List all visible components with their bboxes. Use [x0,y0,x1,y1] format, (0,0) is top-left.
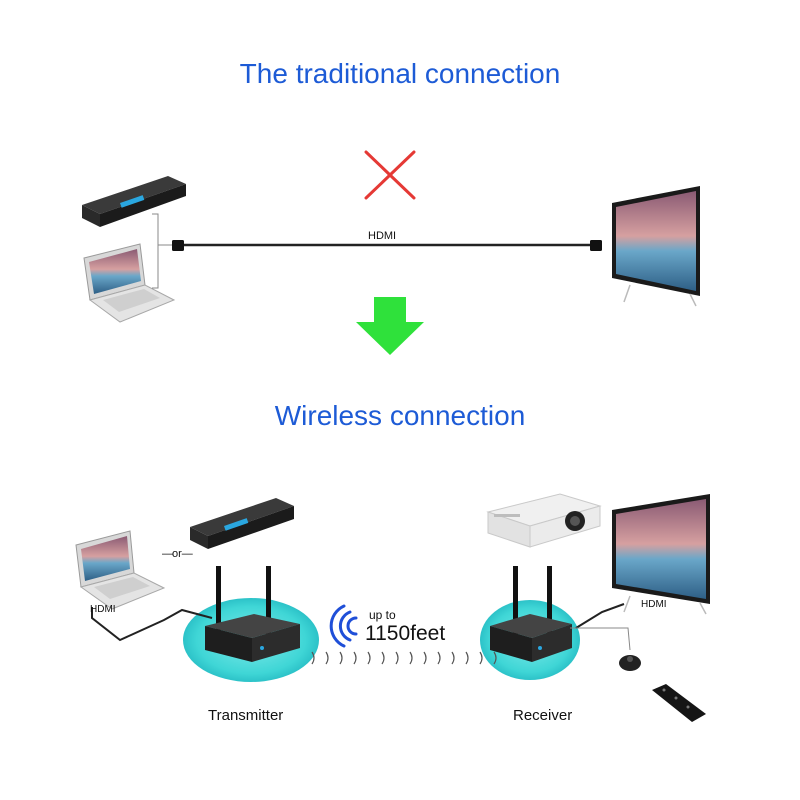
receiver-label: Receiver [513,707,573,724]
hdmi-cable-top [172,240,602,251]
tv-bottom [612,494,710,615]
traditional-title: The traditional connection [239,58,561,89]
hdmi-label-right: HDMI [641,599,667,610]
ir-receiver [619,655,641,671]
receiver-device [490,566,572,662]
media-player-top [82,176,186,227]
tv-top [612,186,700,307]
range-small-label: up to [369,608,396,622]
green-down-arrow-icon [356,297,424,355]
hdmi-label-top: HDMI [368,230,397,242]
remote-control [652,684,706,722]
media-player-bottom [190,498,294,549]
red-cross-icon [364,150,416,200]
laptop-top [83,243,176,323]
transmitter-label: Transmitter [208,707,284,724]
projector [486,493,602,548]
laptop-bottom [75,530,166,610]
or-label: —or— [162,548,193,560]
wifi-signal-icon [329,604,358,648]
range-value-label: 1150feet [365,622,446,645]
transmitter-device [205,566,300,662]
hdmi-label-left: HDMI [90,604,116,615]
signal-waves [311,651,497,665]
wireless-title: Wireless connection [274,400,526,431]
